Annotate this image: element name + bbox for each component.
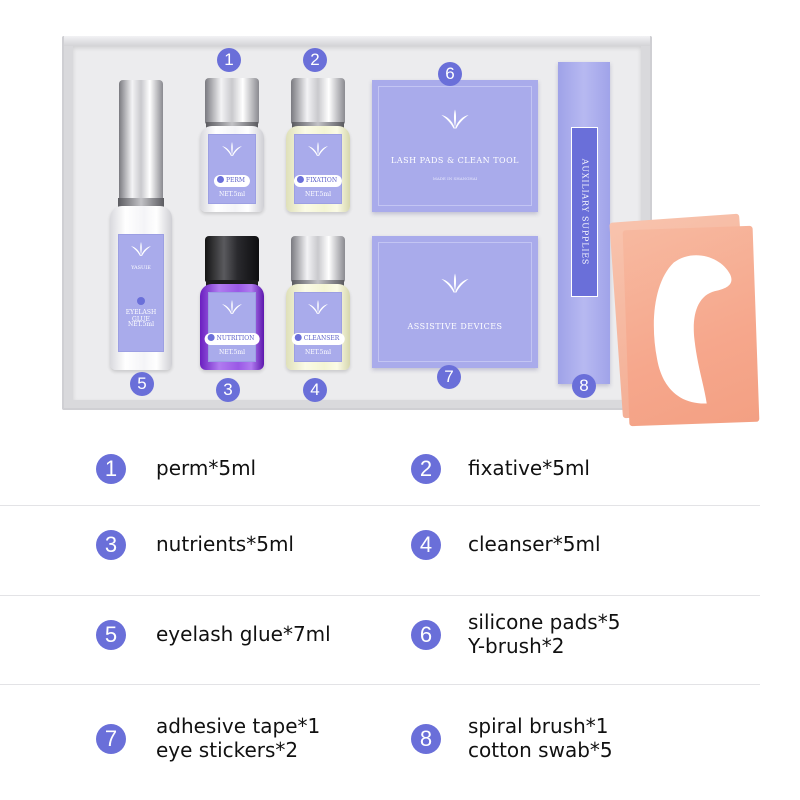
item-line: cleanser*5ml: [468, 532, 601, 556]
brand-name: YASUIE: [131, 265, 151, 271]
bottle-label: CLEANSER: [303, 335, 340, 342]
item-number: 2: [411, 454, 441, 484]
label-dot: [137, 297, 145, 305]
item-line: fixative*5ml: [468, 456, 590, 480]
bottle-net: NET.5ml: [218, 191, 246, 198]
item-number: 3: [96, 530, 126, 560]
divider: [0, 595, 760, 596]
bottle-label-chip: PERM: [213, 175, 251, 187]
bottle-label: EYELASH GLUE: [125, 309, 157, 323]
item-line: eye stickers*2: [156, 738, 299, 762]
aux-label-box: AUXILIARY SUPPLIES: [571, 127, 598, 297]
fixation-bottle: FIXATION NET.5ml: [286, 78, 350, 212]
marker-2: 2: [303, 48, 327, 72]
cleanser-bottle: CLEANSER NET.5ml: [286, 236, 350, 370]
eye-pad-packet-front: [622, 225, 760, 427]
lash-pads-pack: LASH PADS & CLEAN TOOL MADE IN SHANGHAI: [372, 80, 538, 212]
nutrition-bottle: NUTRITION NET.5ml: [200, 236, 264, 370]
list-item: silicone pads*5 Y-brush*2: [468, 610, 620, 658]
bottle-label-chip: FIXATION: [293, 175, 343, 187]
marker-3: 3: [216, 378, 240, 402]
item-line: spiral brush*1: [468, 714, 609, 738]
list-item: adhesive tape*1 eye stickers*2: [156, 714, 320, 762]
item-line: nutrients*5ml: [156, 532, 294, 556]
list-item: nutrients*5ml: [156, 532, 294, 556]
brand-logo-icon: [441, 273, 469, 293]
item-number: 4: [411, 530, 441, 560]
bottle-label: NUTRITION: [216, 335, 255, 342]
bottle-label-chip: CLEANSER: [291, 333, 345, 345]
item-number: 1: [96, 454, 126, 484]
item-line: silicone pads*5: [468, 610, 621, 634]
brand-logo-icon: [308, 300, 328, 314]
marker-8: 8: [572, 374, 596, 398]
perm-bottle: PERM NET.5ml: [200, 78, 264, 212]
bottle-net: NET.5ml: [218, 349, 246, 356]
item-line: perm*5ml: [156, 456, 257, 480]
brand-logo-icon: [222, 142, 242, 156]
list-item: eyelash glue*7ml: [156, 622, 331, 646]
list-item: fixative*5ml: [468, 456, 590, 480]
eye-pad-icon: [653, 255, 732, 404]
brand-logo-icon: [441, 109, 469, 129]
bottle-label: FIXATION: [305, 177, 338, 184]
bottle-net: NET.5ml: [127, 321, 155, 328]
marker-5: 5: [130, 372, 154, 396]
pack-title: LASH PADS & CLEAN TOOL: [391, 156, 519, 165]
item-line: cotton swab*5: [468, 738, 613, 762]
item-number: 7: [96, 724, 126, 754]
bottle-net: NET.5ml: [304, 349, 332, 356]
brand-logo-icon: [131, 242, 151, 256]
kit-box-rim: [64, 36, 650, 46]
item-number: 6: [411, 620, 441, 650]
bottle-label-chip: NUTRITION: [204, 333, 260, 345]
item-line: Y-brush*2: [468, 634, 565, 658]
bottle-label: PERM: [225, 177, 246, 184]
marker-6: 6: [438, 62, 462, 86]
list-item: perm*5ml: [156, 456, 256, 480]
marker-7: 7: [437, 365, 461, 389]
item-number: 8: [411, 724, 441, 754]
list-item: spiral brush*1 cotton swab*5: [468, 714, 613, 762]
eyelash-glue-bottle: YASUIE EYELASH GLUE NET.5ml: [110, 80, 172, 370]
pack-small-text: MADE IN SHANGHAI: [432, 176, 478, 181]
divider: [0, 684, 760, 685]
pack-title: ASSISTIVE DEVICES: [407, 322, 503, 331]
assistive-devices-pack: ASSISTIVE DEVICES: [372, 236, 538, 368]
item-line: eyelash glue*7ml: [156, 622, 331, 646]
aux-label: AUXILIARY SUPPLIES: [580, 158, 589, 266]
list-item: cleanser*5ml: [468, 532, 601, 556]
marker-1: 1: [217, 48, 241, 72]
marker-4: 4: [303, 378, 327, 402]
brand-logo-icon: [222, 300, 242, 314]
bottle-net: NET.5ml: [304, 191, 332, 198]
item-number: 5: [96, 620, 126, 650]
item-line: adhesive tape*1: [156, 714, 321, 738]
auxiliary-supplies-strip: AUXILIARY SUPPLIES: [558, 62, 610, 384]
brand-logo-icon: [308, 142, 328, 156]
divider: [0, 505, 760, 506]
